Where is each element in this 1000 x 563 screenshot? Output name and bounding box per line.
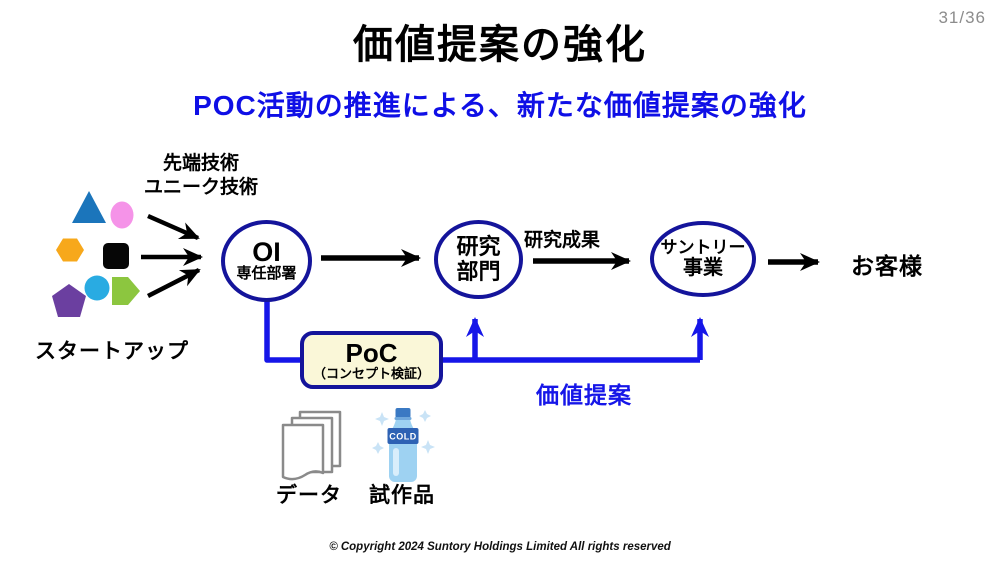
suntory-node-line2: 事業 [683,257,723,280]
sparkles [372,410,435,454]
suntory-node-line1: サントリー [660,237,746,257]
page-title: 価値提案の強化 [353,23,647,67]
tech-label-line1: 先端技術 [162,153,239,174]
slide-subtitle: POC活動の推進による、新たな価値提案の強化 [193,90,807,121]
startup-label: スタートアップ [35,340,189,363]
startup-arrow-top [147,213,200,241]
research-node-line1: 研究 [456,234,501,260]
oi-node-line2: 専任部署 [236,265,297,283]
data-label: データ [276,484,342,507]
bottle-label-text: COLD [389,432,417,442]
startup-to-oi-arrows [141,213,203,299]
cyan-circle-icon [84,275,110,301]
poc-feedback-path [264,298,709,363]
page-number: 31/36 [938,8,986,27]
research-results-label: 研究成果 [524,230,601,251]
startup-shapes-icon [52,191,140,317]
tech-label: 先端技術 ユニーク技術 [115,152,287,200]
tech-label-line2: ユニーク技術 [143,176,258,198]
pink-circle-icon [110,201,134,229]
main-flow-arrows [321,249,820,271]
feedback-elbow-line [264,298,700,363]
triangle-icon [72,191,106,223]
poc-box: PoC （コンセプト検証） [300,331,443,389]
oi-node-line1: OI [252,237,281,268]
documents-icon [281,410,342,481]
startup-arrow-bottom [146,267,201,299]
prototype-label: 試作品 [369,484,435,507]
copyright-footer: © Copyright 2024 Suntory Holdings Limite… [329,541,671,553]
poc-subtitle: （コンセプト検証） [312,365,430,381]
value-proposition-label: 価値提案 [536,382,632,408]
node-suntory-business: サントリー 事業 [650,221,756,297]
customer-label: お客様 [851,253,923,279]
research-node-line2: 部門 [456,258,501,284]
bottle-icon: COLD [372,408,435,482]
green-pentagon-icon [112,277,140,305]
purple-pentagon-icon [52,284,86,317]
square-icon [103,243,129,269]
node-research-division: 研究 部門 [434,220,523,299]
hexagon-icon [56,238,84,262]
poc-title: PoC [345,337,398,368]
node-oi-department: OI 専任部署 [221,220,312,302]
